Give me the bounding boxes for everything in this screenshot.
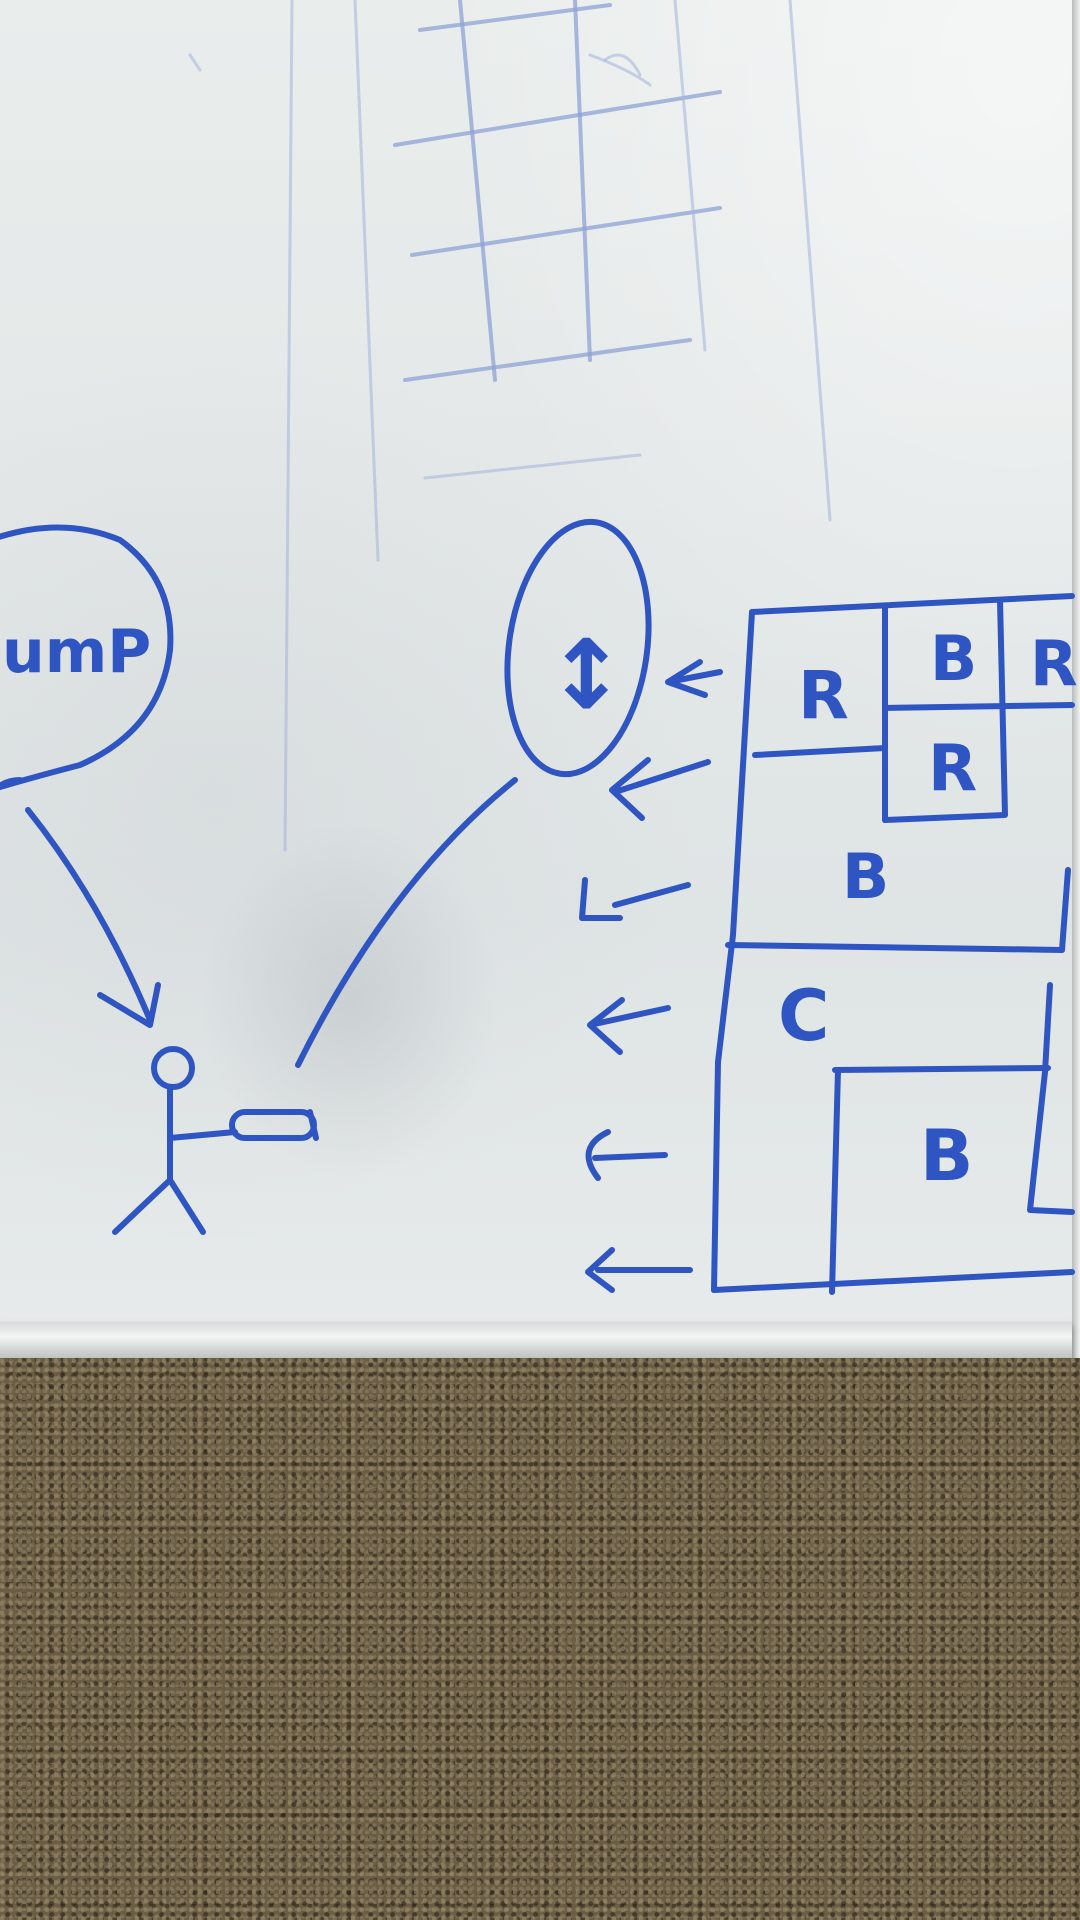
cell-label: C (778, 975, 829, 1057)
left-arrow-icon (609, 757, 711, 821)
whiteboard-glare (0, 0, 1072, 1322)
left-bubble-text: umP (2, 617, 151, 687)
right-speech-bubble (504, 518, 652, 778)
left-arrow-icon (665, 659, 723, 698)
left-arrow-icon (585, 1129, 668, 1181)
arrowhead-icon (97, 982, 161, 1028)
left-arrows-column (579, 659, 723, 1293)
left-arrow-icon (587, 997, 671, 1055)
up-down-arrow-icon: ↕ (546, 619, 626, 731)
left-arrow-icon (579, 877, 691, 921)
left-speech-bubble (0, 524, 174, 791)
curved-arrow-to-figure (25, 807, 153, 1023)
whiteboard-right-edge (1072, 0, 1080, 1358)
cell-label: R (928, 732, 977, 806)
whiteboard-shadow (200, 820, 500, 1180)
whiteboard-bottom-frame (0, 1322, 1072, 1358)
cell-label: B (842, 840, 889, 913)
whiteboard-drawing: umP ↕ (0, 0, 1078, 1295)
left-arrow-icon (585, 1247, 693, 1293)
cell-label: R (1030, 627, 1078, 700)
left-bubble-tail (0, 777, 23, 790)
controller-icon (229, 1109, 317, 1141)
stick-figure (112, 1046, 238, 1235)
block-grid (711, 593, 1075, 1295)
curve-to-right-bubble (295, 777, 518, 1068)
erased-grid-ghost (188, 0, 832, 852)
cell-label: B (930, 622, 977, 695)
carpet-floor (0, 1358, 1080, 1920)
cell-label: B (920, 1115, 973, 1197)
cell-label: R (798, 657, 849, 734)
